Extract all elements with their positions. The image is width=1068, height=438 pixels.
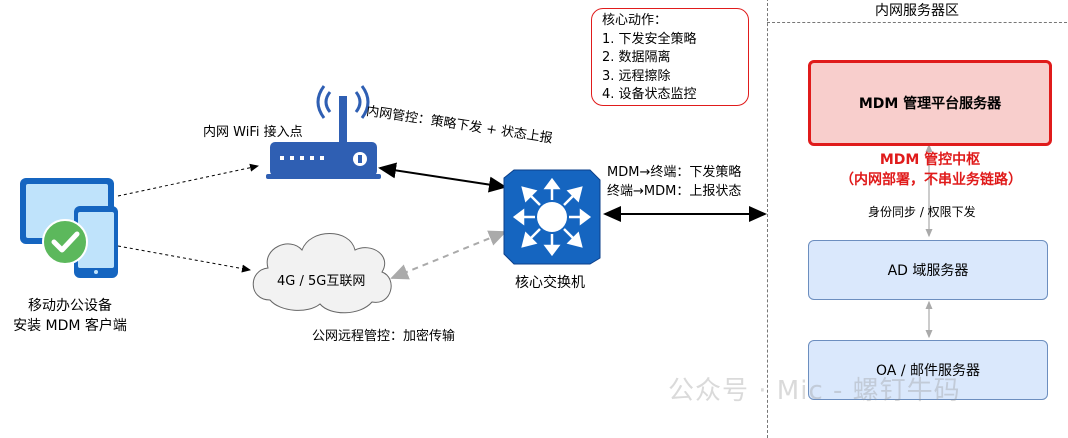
core-actions-box: 核心动作： 1. 下发安全策略 2. 数据隔离 3. 远程擦除 4. 设备状态监…: [591, 8, 749, 106]
device-wifi-link: [117, 163, 259, 197]
core-switch-icon: [503, 169, 601, 265]
oa-server-label: OA / 邮件服务器: [876, 363, 980, 379]
core-action-item: 4. 设备状态监控: [602, 87, 697, 102]
intranet-server-zone: [767, 0, 1068, 438]
mdm-hub-label-line2: （内网部署，不串业务链路）: [840, 172, 1022, 188]
switch-link-label-line1: MDM→终端：下发策略: [607, 165, 742, 180]
ad-server-label: AD 域服务器: [887, 263, 969, 279]
sync-label: 身份同步 / 权限下发: [868, 205, 976, 219]
ad-server-box[interactable]: AD 域服务器: [808, 240, 1048, 300]
switch-label: 核心交换机: [515, 275, 585, 291]
watermark: 公众号 · Mic - 螺钉牛码: [668, 376, 961, 406]
wifi-switch-link: [378, 162, 507, 193]
mdm-hub-label-line1: MDM 管控中枢: [879, 152, 981, 168]
core-action-item: 3. 远程擦除: [602, 68, 671, 84]
oa-server-box[interactable]: OA / 邮件服务器: [808, 340, 1048, 400]
mobile-device-icon: [20, 178, 118, 278]
mdm-server-box[interactable]: MDM 管理平台服务器: [808, 60, 1052, 146]
device-label: 移动办公设备 安装 MDM 客户端: [0, 296, 140, 336]
internet-cloud-icon: [252, 233, 392, 314]
cloud-label: 4G / 5G互联网: [277, 274, 366, 289]
switch-link-label-line2: 终端→MDM：上报状态: [607, 184, 742, 199]
core-action-item: 1. 下发安全策略: [602, 31, 697, 47]
device-label-line2: 安装 MDM 客户端: [13, 318, 127, 334]
wifi-router-icon: [266, 85, 381, 179]
core-action-item: 2. 数据隔离: [602, 50, 671, 65]
public-link-label: 公网远程管控：加密传输: [312, 329, 456, 344]
core-actions-title: 核心动作：: [602, 13, 668, 28]
mdm-server-label: MDM 管理平台服务器: [858, 96, 1002, 112]
switch-link-label: MDM→终端：下发策略 终端→MDM：上报状态: [607, 163, 741, 201]
device-cloud-link: [117, 245, 251, 273]
zone-title: 内网服务器区: [767, 0, 1067, 23]
wifi-label: 内网 WiFi 接入点: [203, 125, 303, 140]
device-label-line1: 移动办公设备: [28, 298, 112, 314]
cloud-switch-link: [390, 230, 507, 280]
mdm-hub-label: MDM 管控中枢 （内网部署，不串业务链路）: [840, 150, 1022, 190]
